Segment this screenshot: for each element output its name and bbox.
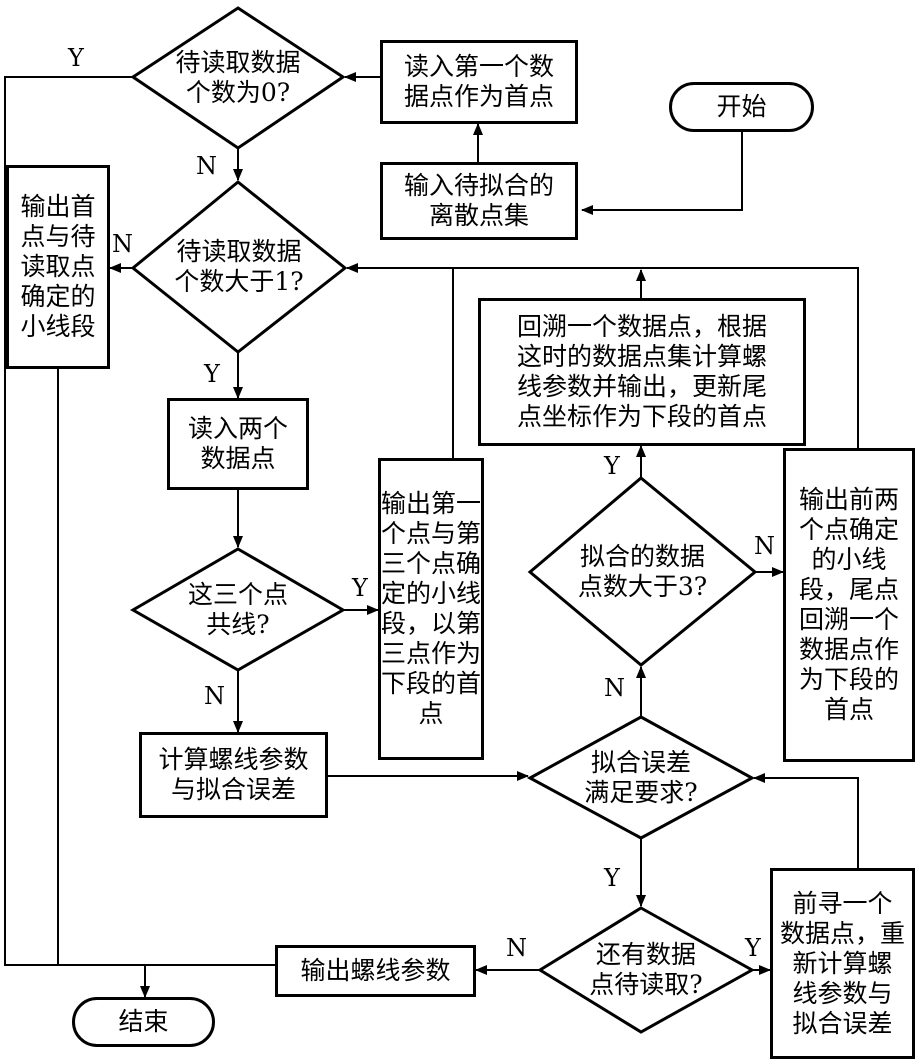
decision-more-label: 还有数据 点待读取? [589,940,703,999]
branch-label-error-no: N [604,674,625,702]
output-head-segment-box: 输出首 点与待 读取点 确定的 小线段 [6,165,110,369]
branch-label-gt3-yes: Y [604,452,620,480]
branch-label-zero-yes: Y [68,44,84,72]
branch-label-collinear-no: N [204,682,225,710]
start-terminal: 开始 [669,82,814,132]
decision-error-text: 拟合误差 满足要求? [530,717,752,838]
branch-label-collinear-yes: Y [352,574,368,602]
read-first-point-label: 读入第一个数 据点作为首点 [403,52,554,111]
output-head-segment-label: 输出首 点与待 读取点 确定的 小线段 [20,192,96,341]
forward-search-box: 前寻一个 数据点，重 新计算螺 线参数与 拟合误差 [770,868,915,1059]
decision-gt3-label: 拟合的数据 点数大于3? [577,541,708,601]
read-first-point-box: 读入第一个数 据点作为首点 [380,40,578,124]
forward-search-label: 前寻一个 数据点，重 新计算螺 线参数与 拟合误差 [779,888,905,1038]
decision-zero-label: 待读取数据 个数为0? [175,48,301,107]
decision-gt3-text: 拟合的数据 点数大于3? [530,478,755,665]
backtrack-label: 回溯一个数据点，根据 这时的数据点集计算螺 线参数并输出，更新尾 点坐标作为下段… [516,312,767,431]
decision-gt1-label: 待读取数据 个数大于1? [174,237,304,296]
decision-collinear-label: 这三个点 共线? [187,579,288,639]
output-first-two-box: 输出前两 个点确定 的小线 段，尾点 回溯一个 数据点作 为下段的 首点 [783,448,915,762]
end-terminal: 结束 [72,997,215,1047]
decision-gt3-shape [527,476,758,667]
start-label: 开始 [716,92,767,121]
input-point-set-label: 输入待拟合的 离散点集 [403,171,554,230]
input-point-set-box: 输入待拟合的 离散点集 [380,162,578,240]
branch-label-error-yes: Y [604,864,620,892]
read-two-points-box: 读入两个 数据点 [167,398,309,490]
output-spiral-params-label: 输出螺线参数 [300,956,451,985]
branch-label-gt1-no: N [112,230,133,258]
decision-more-text: 还有数据 点待读取? [540,908,752,1032]
output-first-two-label: 输出前两 个点确定 的小线 段，尾点 回溯一个 数据点作 为下段的 首点 [798,485,899,724]
decision-zero-text: 待读取数据 个数为0? [133,8,343,148]
branch-label-gt1-yes: Y [204,360,220,388]
decision-collinear-text: 这三个点 共线? [133,549,343,670]
end-label: 结束 [118,1007,169,1036]
calculate-params-label: 计算螺线参数 与拟合误差 [158,745,309,804]
output-first-third-box: 输出第一 个点与第 三个点确 定的小线 段，以第 三点作为 下段的首 点 [378,458,484,760]
decision-more-shape [537,906,756,1034]
decision-error-label: 拟合误差 满足要求? [584,747,698,807]
branch-label-more-yes: Y [745,934,761,962]
calculate-params-box: 计算螺线参数 与拟合误差 [139,732,328,818]
branch-label-more-no: N [506,934,527,962]
output-spiral-params-box: 输出螺线参数 [275,945,476,997]
backtrack-box: 回溯一个数据点，根据 这时的数据点集计算螺 线参数并输出，更新尾 点坐标作为下段… [478,298,806,446]
branch-label-zero-no: N [196,152,217,180]
output-first-third-label: 输出第一 个点与第 三个点确 定的小线 段，以第 三点作为 下段的首 点 [381,489,482,728]
branch-label-gt3-no: N [754,532,775,560]
read-two-points-label: 读入两个 数据点 [187,414,288,473]
decision-gt1-text: 待读取数据 个数大于1? [133,182,345,352]
